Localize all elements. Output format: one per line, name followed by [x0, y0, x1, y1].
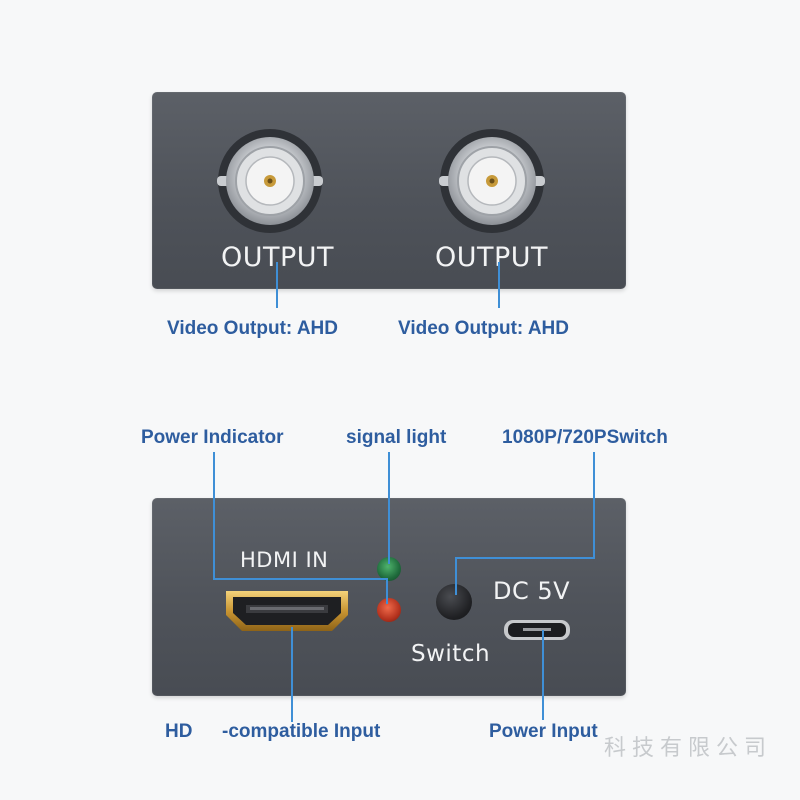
leader-line [388, 452, 390, 564]
hdmi-input-callout: -compatible Input [222, 721, 381, 742]
power-led-icon [377, 598, 401, 622]
leader-line [276, 262, 278, 308]
leader-line [386, 578, 388, 604]
leader-line [291, 627, 293, 722]
bnc-connector-icon [437, 126, 547, 236]
leader-line [213, 578, 387, 580]
video-output-callout: Video Output: AHD [398, 318, 569, 339]
leader-line [593, 452, 595, 558]
micro-usb-port-icon [503, 619, 571, 641]
watermark-text: 科技有限公司 [604, 736, 773, 761]
leader-line [498, 262, 500, 308]
dc-5v-label: DC 5V [493, 577, 571, 605]
leader-line [455, 557, 595, 559]
power-input-callout: Power Input [489, 721, 598, 742]
video-output-callout: Video Output: AHD [167, 318, 338, 339]
resolution-switch-callout: 1080P/720PSwitch [502, 427, 668, 448]
power-indicator-callout: Power Indicator [141, 427, 284, 448]
leader-line [542, 630, 544, 720]
leader-line [455, 557, 457, 595]
bnc-connector-icon [215, 126, 325, 236]
hdmi-in-label: HDMI IN [240, 548, 329, 572]
push-button-icon [436, 584, 472, 620]
switch-label: Switch [411, 641, 491, 667]
output-port-label: OUTPUT [435, 242, 549, 273]
signal-light-callout: signal light [346, 427, 447, 448]
hdmi-port-icon [222, 587, 352, 635]
leader-line [213, 452, 215, 579]
hdmi-input-callout-prefix: HD [165, 721, 193, 742]
